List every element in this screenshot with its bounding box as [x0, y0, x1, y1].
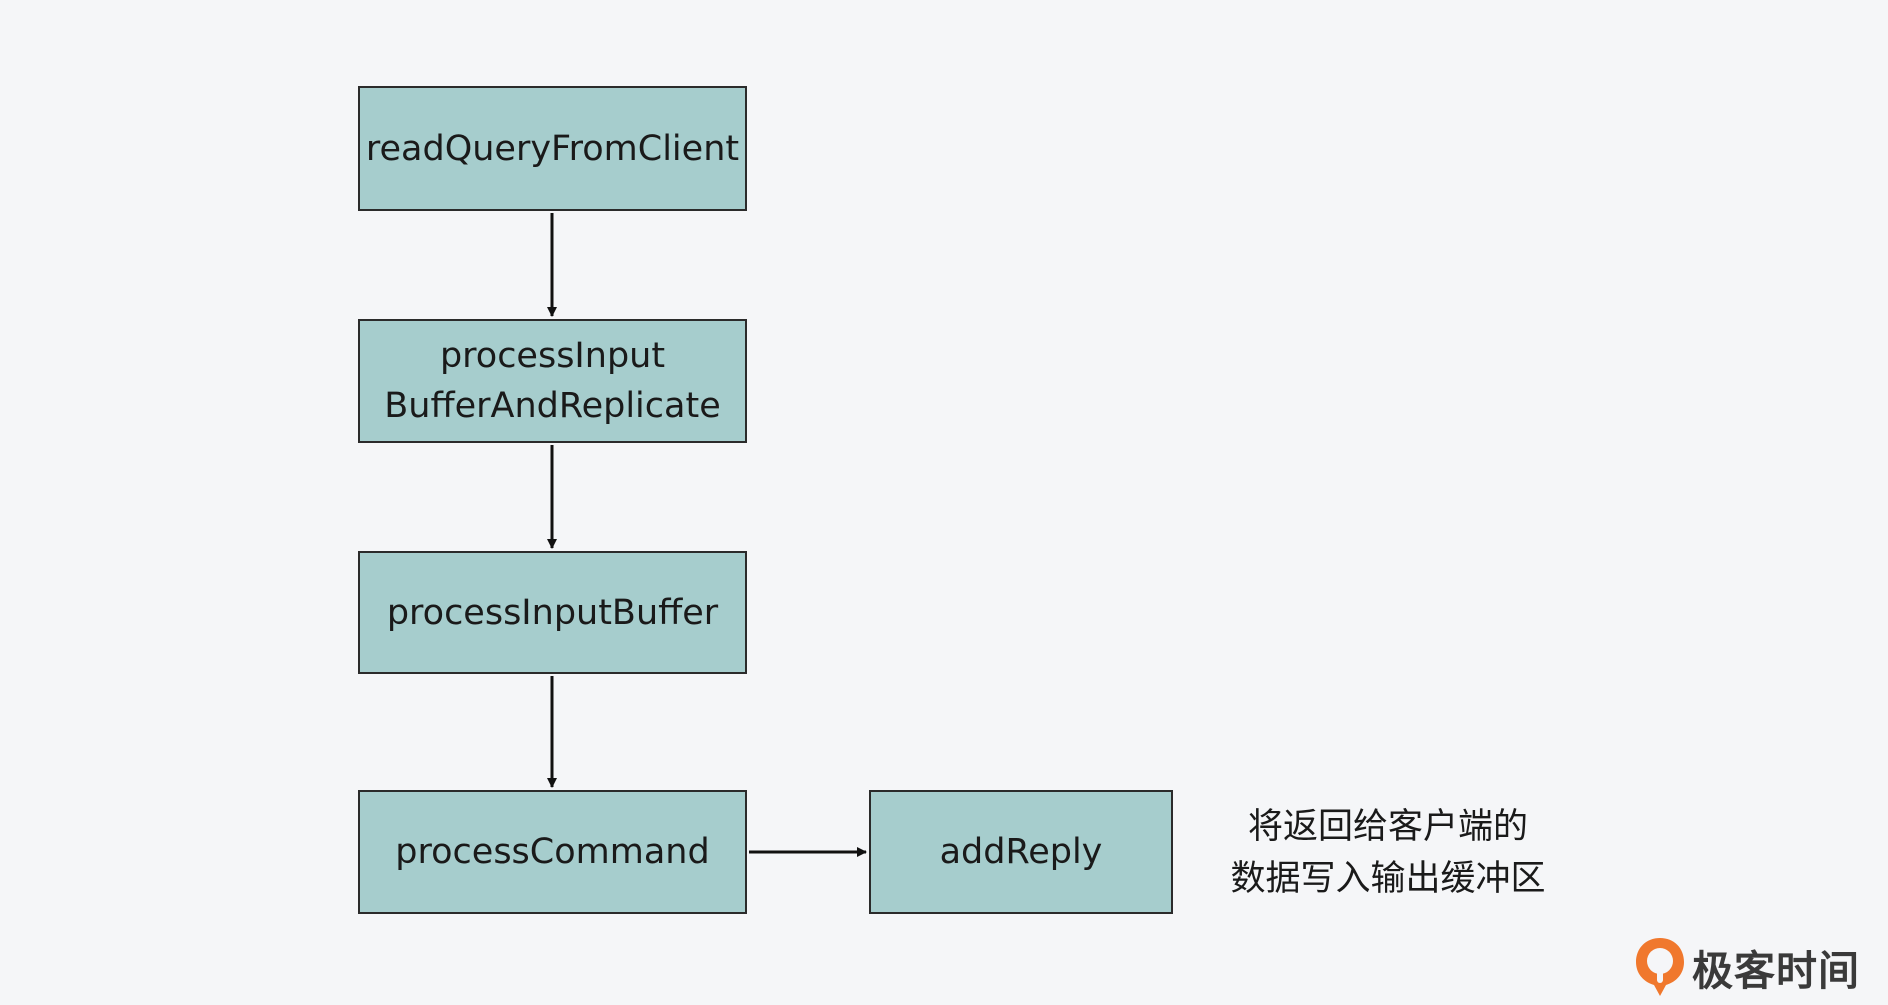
node-label: processCommand	[395, 832, 710, 872]
node-label: addReply	[939, 832, 1103, 872]
node-read-query-from-client: readQueryFromClient	[358, 86, 747, 211]
watermark: 极客时间	[1634, 936, 1860, 998]
node-label: processInputBuffer	[386, 592, 719, 633]
node-process-input-buffer-and-replicate: processInput BufferAndReplicate	[358, 319, 747, 443]
node-label: readQueryFromClient	[365, 128, 740, 169]
annotation-line-2: 数据写入输出缓冲区	[1230, 859, 1546, 899]
node-add-reply: addReply	[869, 790, 1173, 914]
node-label-line-2: BufferAndReplicate	[384, 386, 721, 426]
add-reply-annotation: 将返回给客户端的 数据写入输出缓冲区	[1218, 801, 1558, 905]
node-process-input-buffer: processInputBuffer	[358, 551, 747, 674]
annotation-line-1: 将返回给客户端的	[1247, 807, 1528, 847]
geektime-logo-icon	[1636, 938, 1684, 996]
node-label-line-1: processInput	[439, 336, 666, 376]
node-process-command: processCommand	[358, 790, 747, 914]
watermark-text: 极客时间	[1692, 947, 1860, 995]
